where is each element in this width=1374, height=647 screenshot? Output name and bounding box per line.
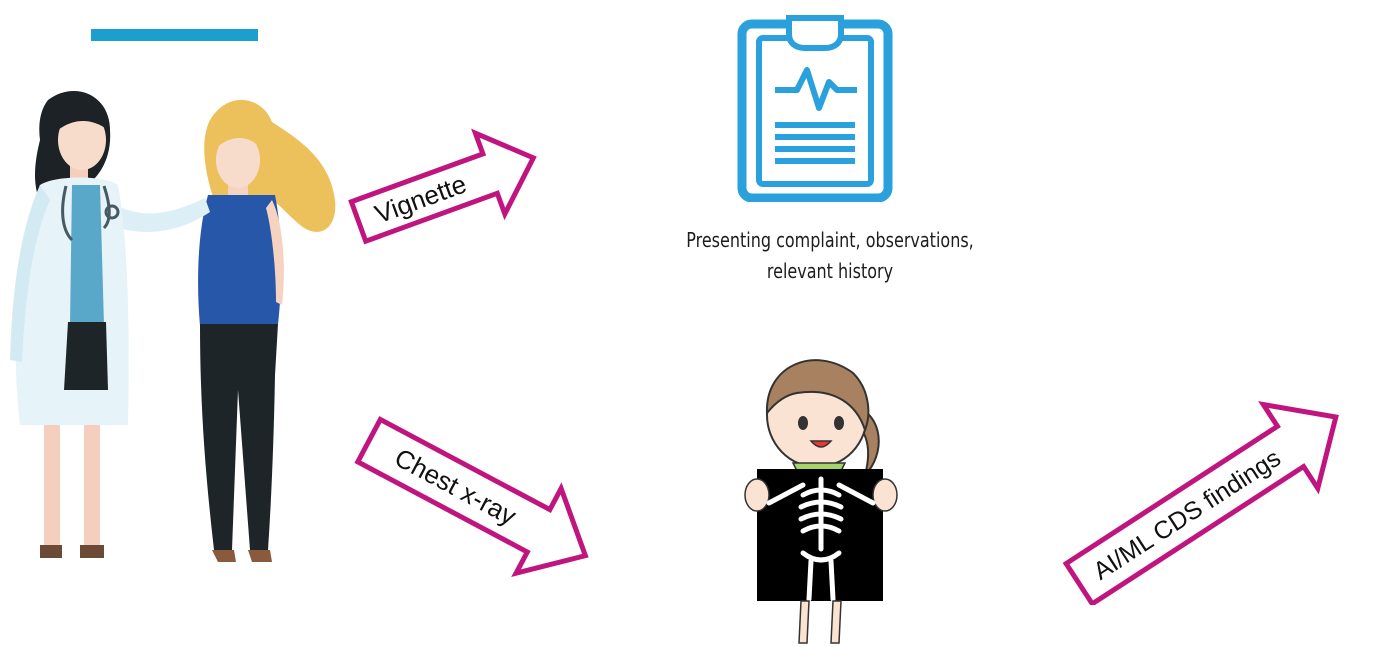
ai-findings-arrow: AI/ML CDS findings (1062, 401, 1339, 605)
vignette-arrow: Vignette (348, 128, 537, 245)
caption-line-1: Presenting complaint, observations, (686, 228, 974, 252)
clipboard-caption: Presenting complaint, observations, rele… (614, 225, 1046, 287)
chest-xray-arrow: Chest x-ray (354, 416, 589, 577)
ai-findings-label: AI/ML CDS findings (1088, 444, 1285, 586)
accent-bar (91, 29, 258, 41)
child-chest-xray-illustration (744, 359, 898, 644)
clipboard-heartbeat-icon (737, 15, 893, 202)
doctor-patient-illustration (10, 91, 336, 562)
caption-line-2: relevant history (766, 259, 894, 283)
